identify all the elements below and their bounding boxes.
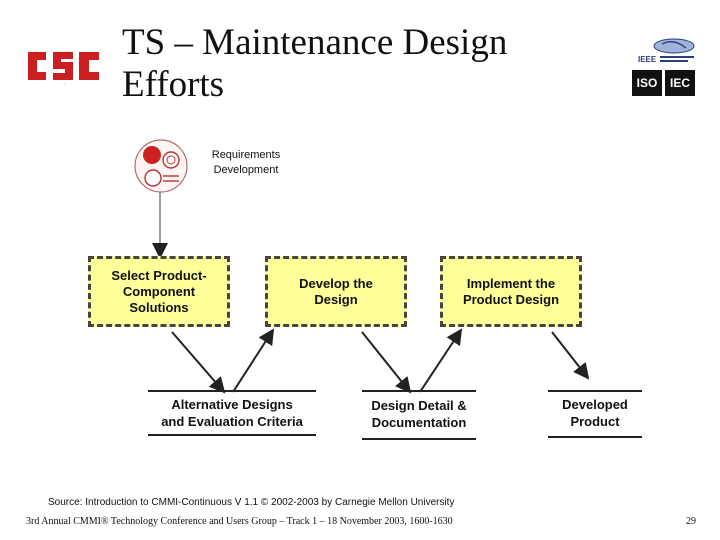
- process-box-select-label: Select Product- Component Solutions: [111, 267, 207, 315]
- develop-to-detail-arrow: [361, 331, 412, 394]
- requirements-node-icon: [134, 139, 188, 193]
- slide-title: TS – Maintenance Design Efforts: [122, 22, 508, 105]
- iec-logo: IEC: [665, 70, 695, 96]
- process-box-implement: Implement the Product Design: [440, 256, 582, 327]
- svg-text:IEEE: IEEE: [638, 55, 657, 64]
- output-product-bottom-rule: [548, 436, 642, 438]
- output-alternatives-top-rule: [148, 390, 316, 392]
- process-box-implement-label: Implement the Product Design: [462, 275, 560, 307]
- process-box-select: Select Product- Component Solutions: [88, 256, 230, 327]
- alternatives-to-develop-arrow: [232, 328, 275, 393]
- output-detail-bottom-rule: [362, 438, 476, 440]
- detail-to-implement-arrow: [419, 328, 463, 393]
- implement-to-product-arrow: [551, 331, 590, 380]
- output-product-top-rule: [548, 390, 642, 392]
- iso-logo: ISO: [632, 70, 662, 96]
- output-alternatives-bottom-rule: [148, 434, 316, 436]
- process-box-develop: Develop the Design: [265, 256, 407, 327]
- footer-text: 3rd Annual CMMI® Technology Conference a…: [26, 516, 453, 527]
- csc-logo: CSC: [28, 52, 99, 85]
- ieee-logo: IEEE: [638, 38, 695, 64]
- svg-text:CSC: CSC: [64, 83, 66, 85]
- output-detail: Design Detail & Documentation: [371, 398, 467, 430]
- output-product: Developed Product: [562, 397, 628, 429]
- output-detail-top-rule: [362, 390, 476, 392]
- requirements-development-label: Requirements Development: [211, 149, 281, 176]
- source-note: Source: Introduction to CMMI-Continuous …: [48, 497, 455, 508]
- output-alternatives: Alternative Designs and Evaluation Crite…: [161, 397, 303, 429]
- process-box-develop-label: Develop the Design: [299, 275, 373, 307]
- page-number: 29: [686, 516, 696, 527]
- select-to-alternatives-arrow: [171, 331, 226, 394]
